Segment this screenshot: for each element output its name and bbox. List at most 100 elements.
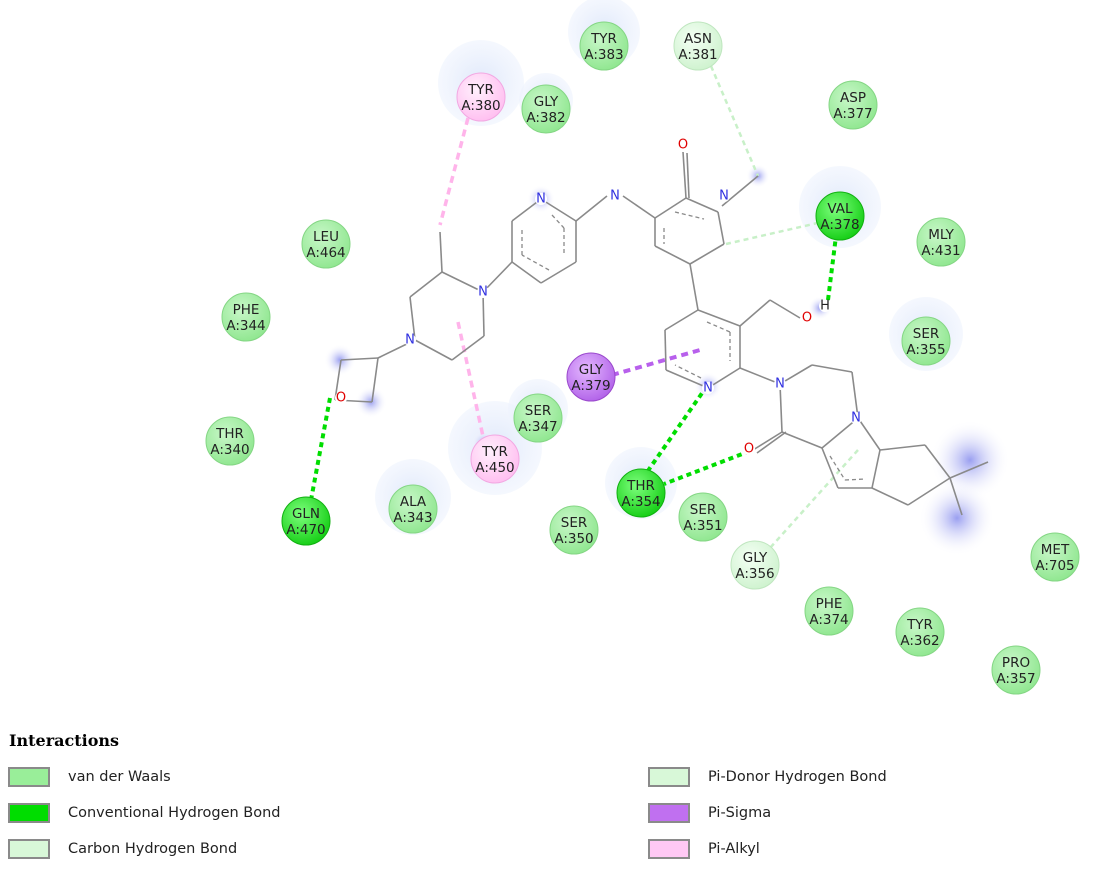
legend-title: Interactions bbox=[9, 731, 120, 750]
residue-name: TYR bbox=[590, 31, 617, 47]
legend-item-conventional-hydrogen-bond: Conventional Hydrogen Bond bbox=[8, 800, 281, 826]
exposure-spot bbox=[919, 480, 995, 556]
bond bbox=[682, 151, 687, 199]
residue-name: ASP bbox=[840, 90, 866, 106]
bond bbox=[622, 195, 656, 219]
residue-name: TYR bbox=[481, 444, 508, 460]
residue-chain-id: A:378 bbox=[820, 217, 859, 233]
bond bbox=[511, 261, 542, 284]
residue-chain-id: A:377 bbox=[833, 106, 872, 122]
atom-label-bg bbox=[609, 190, 621, 202]
residue-disc bbox=[521, 84, 571, 134]
legend-swatch bbox=[648, 839, 690, 859]
residue-name: GLY bbox=[743, 550, 768, 566]
bond bbox=[409, 296, 416, 341]
residue-disc bbox=[549, 505, 599, 555]
bond bbox=[685, 197, 719, 213]
bond bbox=[821, 447, 839, 489]
aromatic-bond bbox=[844, 478, 867, 481]
legend-item-van-der-waals: van der Waals bbox=[8, 764, 171, 790]
oxygen-atom-label: O bbox=[678, 138, 688, 153]
residue-name: TYR bbox=[906, 617, 933, 633]
residue-chain-id: A:354 bbox=[621, 494, 660, 510]
legend-swatch bbox=[648, 767, 690, 787]
residue-chain-id: A:350 bbox=[554, 531, 593, 547]
residue-chain-id: A:356 bbox=[735, 566, 774, 582]
legend-swatch bbox=[8, 803, 50, 823]
residue-chain-id: A:344 bbox=[226, 318, 265, 334]
nitrogen-atom-label: N bbox=[478, 285, 488, 300]
ligand-structure bbox=[334, 151, 989, 516]
residue-disc bbox=[388, 484, 438, 534]
bond bbox=[879, 444, 926, 451]
residue-disc bbox=[616, 468, 666, 518]
bond bbox=[689, 243, 725, 265]
legend-item-pi-donor-hydrogen-bond: Pi-Donor Hydrogen Bond bbox=[648, 764, 887, 790]
legend-swatch bbox=[648, 803, 690, 823]
bond bbox=[851, 371, 859, 419]
nitrogen-atom-label: N bbox=[775, 377, 785, 392]
atom-label-bg bbox=[774, 378, 786, 390]
residue-name: GLN bbox=[292, 506, 320, 522]
exposure-spot bbox=[324, 344, 356, 376]
residue-disc bbox=[991, 645, 1041, 695]
atom-label-bg bbox=[677, 139, 689, 151]
residue-chain-id: A:351 bbox=[683, 518, 722, 534]
legend-label: Carbon Hydrogen Bond bbox=[68, 841, 238, 857]
residue-disc bbox=[281, 496, 331, 546]
residue-chain-id: A:355 bbox=[906, 342, 945, 358]
legend-item-pi-alkyl: Pi-Alkyl bbox=[648, 836, 760, 862]
legend: Interactions van der Waals Conventional … bbox=[0, 725, 1118, 870]
residue-chain-id: A:343 bbox=[393, 510, 432, 526]
residue-disc bbox=[221, 292, 271, 342]
bond bbox=[871, 487, 909, 506]
atom-label-bg bbox=[335, 392, 347, 404]
bond bbox=[409, 271, 443, 298]
residue-disc bbox=[456, 72, 506, 122]
residue-name: GLY bbox=[579, 362, 604, 378]
atom-label-bg bbox=[702, 382, 714, 394]
residue-name: PHE bbox=[816, 596, 843, 612]
nitrogen-atom-label: N bbox=[405, 333, 415, 348]
bond bbox=[540, 261, 577, 284]
residue-disc bbox=[579, 21, 629, 71]
residue-name: SER bbox=[525, 403, 551, 419]
residue-name: ASN bbox=[684, 31, 712, 47]
bond bbox=[439, 231, 443, 273]
bond bbox=[689, 263, 699, 311]
nitrogen-atom-label: N bbox=[851, 411, 861, 426]
residue-disc bbox=[895, 607, 945, 657]
bond bbox=[371, 357, 379, 403]
bond bbox=[721, 175, 759, 207]
residue-chain-id: A:382 bbox=[526, 110, 565, 126]
double-bond bbox=[756, 431, 787, 454]
bond bbox=[665, 369, 709, 389]
residue-name: GLY bbox=[534, 94, 559, 110]
residue-chain-id: A:431 bbox=[921, 243, 960, 259]
aromatic-bond bbox=[674, 211, 705, 220]
aromatic-bond bbox=[706, 321, 731, 333]
bond bbox=[482, 261, 513, 293]
aromatic-bond bbox=[551, 214, 565, 229]
legend-label: Pi-Alkyl bbox=[708, 841, 760, 857]
atom-label-bg bbox=[535, 193, 547, 205]
residue-chain-id: A:357 bbox=[996, 671, 1035, 687]
residue-chain-id: A:450 bbox=[475, 460, 514, 476]
bond bbox=[654, 197, 687, 219]
residue-name: THR bbox=[626, 478, 655, 494]
residue-disc bbox=[566, 352, 616, 402]
atom-label-bg bbox=[743, 443, 755, 455]
bond bbox=[739, 367, 781, 385]
residue-chain-id: A:470 bbox=[286, 522, 325, 538]
bond bbox=[414, 339, 453, 361]
bond bbox=[949, 461, 989, 479]
